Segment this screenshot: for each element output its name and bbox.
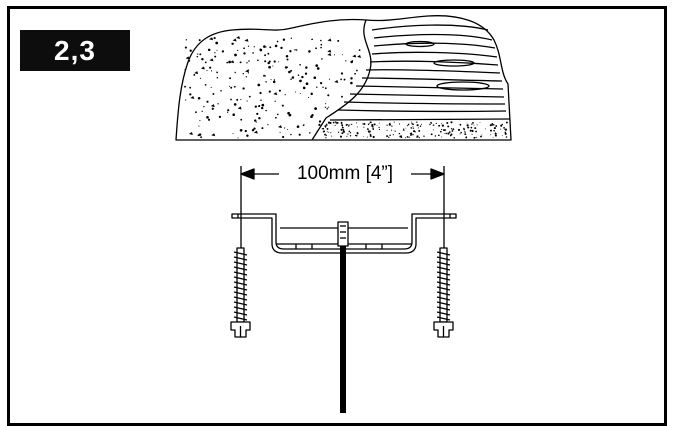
concrete-texture: [184, 36, 362, 139]
screw-icon: [433, 247, 454, 338]
step-number-badge: 2,3: [20, 30, 130, 71]
installation-diagram: [175, 15, 512, 413]
mounting-bracket: [231, 213, 457, 254]
dimension-label: 100mm [4”]: [279, 160, 411, 188]
screw-icon: [230, 247, 251, 338]
ceiling-material-illustration: [175, 15, 512, 141]
gravel-texture: [321, 121, 508, 139]
diagram-frame: [7, 6, 667, 426]
dimension-line: [240, 166, 445, 248]
mounting-cable: [340, 246, 346, 413]
